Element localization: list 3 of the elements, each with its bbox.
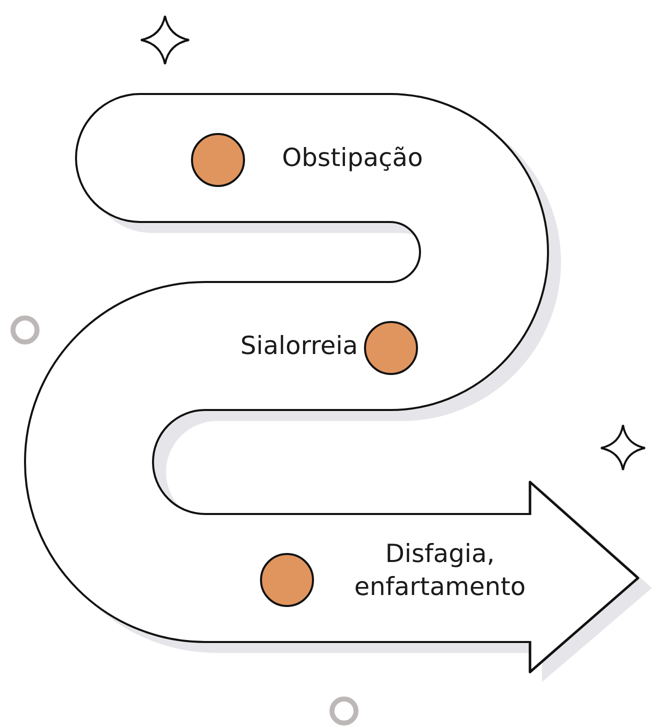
milestone-label: Disfagia, enfartamento	[353, 538, 527, 602]
milestone-label: Sialorreia	[239, 330, 358, 362]
milestone-label: Obstipação	[282, 142, 423, 174]
